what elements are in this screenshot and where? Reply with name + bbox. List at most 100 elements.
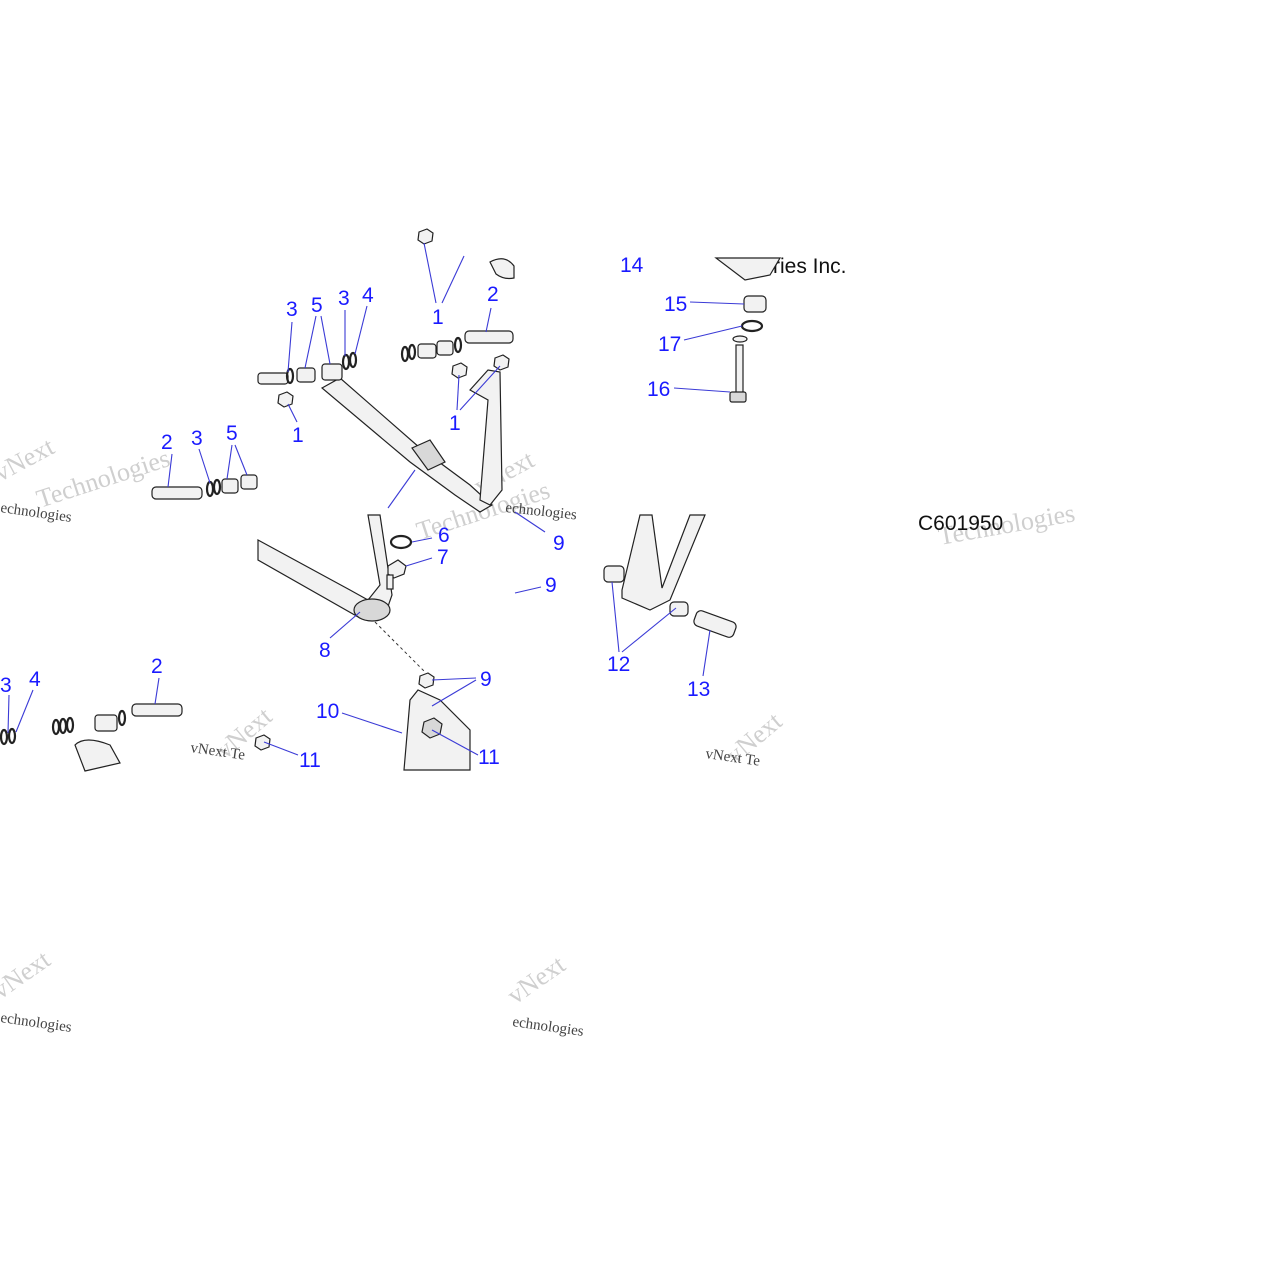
pivot-shaft — [464, 330, 514, 344]
leader-line — [329, 611, 361, 639]
leader-line — [341, 712, 403, 734]
bushing — [417, 343, 437, 359]
callout-15: 15 — [664, 293, 687, 316]
callout-3: 3 — [338, 287, 350, 310]
a-arm-upright — [469, 369, 503, 506]
callout-13: 13 — [687, 678, 710, 701]
washer — [212, 478, 222, 496]
leader-line — [226, 444, 233, 480]
bushing — [240, 474, 258, 490]
a-arm-fragment — [74, 739, 121, 772]
snap-ring — [389, 534, 413, 550]
callout-1: 1 — [292, 424, 304, 447]
header-fragment: ries Inc. — [773, 255, 847, 278]
nut — [277, 391, 294, 408]
shock-snap-ring — [740, 319, 764, 333]
upright-bushing-assembly — [603, 514, 737, 638]
callout-11: 11 — [299, 749, 321, 772]
leader-line — [234, 444, 248, 476]
watermark-brand: vNext — [0, 431, 60, 487]
ball-joint-stud — [386, 574, 394, 590]
washer — [453, 336, 463, 354]
washer — [205, 480, 215, 498]
washer — [58, 717, 68, 735]
leader-line — [423, 242, 437, 304]
watermark-tag: vNext Te — [189, 740, 246, 764]
leader-lines — [7, 242, 745, 756]
leader-line — [263, 741, 299, 756]
lower-left-pivot-row — [0, 703, 183, 772]
shock-bracket — [714, 257, 782, 281]
leader-line — [7, 694, 10, 734]
ball-joint-housing — [353, 598, 391, 622]
leader-line — [287, 403, 298, 423]
leader-line — [621, 607, 677, 653]
callout-17: 17 — [658, 333, 681, 356]
callout-1: 1 — [432, 306, 444, 329]
bushing — [669, 601, 689, 617]
nut — [254, 734, 271, 751]
watermark-tag: vNext Te — [704, 746, 761, 770]
bushing — [603, 565, 625, 583]
bushing — [321, 363, 343, 381]
leader-line — [354, 305, 368, 355]
frame-upright — [621, 514, 706, 611]
nut — [418, 672, 435, 689]
callout-10: 10 — [316, 700, 339, 723]
shock-bushing — [743, 295, 767, 313]
callout-9: 9 — [480, 668, 492, 691]
callout-5: 5 — [311, 294, 323, 317]
callout-14: 14 — [620, 254, 644, 277]
leader-line — [154, 677, 160, 705]
shock-bolt-head — [729, 391, 747, 403]
leader-line — [485, 307, 492, 333]
pivot-shaft — [257, 372, 289, 385]
callout-4: 4 — [362, 284, 374, 307]
leader-line — [198, 448, 211, 484]
leader-line — [431, 729, 479, 756]
shock-mount-assembly — [714, 257, 782, 403]
leader-line — [683, 325, 743, 341]
watermark-tag: echnologies — [511, 1014, 584, 1040]
leader-line — [405, 557, 433, 567]
leader-line — [15, 689, 34, 733]
shock-bolt-shank — [735, 344, 744, 394]
leader-line — [514, 586, 542, 594]
callout-3: 3 — [0, 674, 12, 697]
washer — [285, 367, 295, 385]
washer — [117, 709, 127, 727]
leader-line — [514, 511, 546, 533]
washer — [407, 343, 417, 361]
bushing — [296, 367, 316, 383]
pivot-shaft — [151, 486, 203, 500]
callout-16: 16 — [647, 378, 670, 401]
washer — [348, 351, 358, 369]
callout-1: 1 — [449, 412, 461, 435]
leader-line — [287, 321, 293, 373]
callout-3: 3 — [191, 427, 203, 450]
callout-9: 9 — [545, 574, 557, 597]
leader-line — [702, 629, 711, 677]
washer — [7, 727, 17, 745]
leader-line — [673, 387, 731, 393]
callout-11: 11 — [478, 746, 500, 769]
leader-line — [441, 255, 465, 304]
callout-2: 2 — [151, 655, 163, 678]
washer — [51, 718, 61, 736]
watermark-brand: vNext — [0, 944, 56, 1005]
leader-line — [459, 365, 501, 411]
nut — [417, 228, 434, 245]
washer — [0, 728, 9, 746]
callout-12: 12 — [607, 653, 630, 676]
leader-line — [689, 301, 745, 305]
bushing — [436, 340, 454, 356]
leader-line — [304, 315, 317, 369]
bushing — [221, 478, 239, 494]
a-arm-tube — [320, 377, 494, 513]
ball-joint — [387, 559, 407, 579]
leader-line — [167, 453, 173, 488]
upper-a-arm-assembly — [257, 228, 515, 513]
assembly-axis — [374, 621, 426, 673]
callout-6: 6 — [438, 524, 450, 547]
pivot-shaft — [131, 703, 183, 717]
